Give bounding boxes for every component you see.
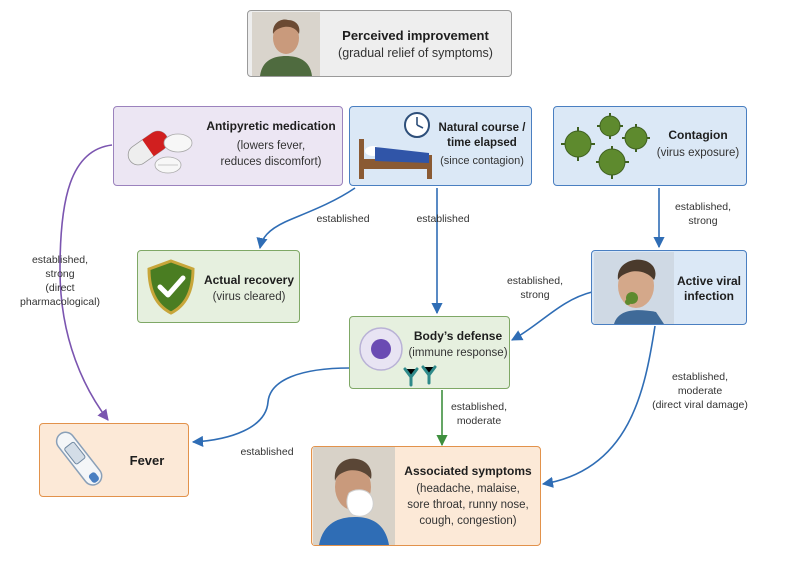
defense-title: Body’s defense [413, 329, 503, 343]
defense-subtitle: (immune response) [408, 347, 508, 359]
infection-title: Active viral infection [676, 274, 742, 303]
node-perceived-improvement: Perceived improvement (gradual relief of… [247, 10, 512, 77]
contagion-subtitle: (virus exposure) [656, 147, 740, 159]
edge-label-natural-defense: established [416, 213, 470, 225]
perceived-title: Perceived improvement [342, 28, 489, 43]
edge-natural-recovery [256, 187, 356, 250]
immune-cell-icon [359, 327, 437, 387]
node-active-viral-infection: Active viral infection [591, 250, 747, 325]
node-natural-course: Natural course / time elapsed (since con… [349, 106, 532, 186]
thermometer-icon [55, 431, 103, 486]
node-actual-recovery: Actual recovery (virus cleared) [137, 250, 300, 323]
shield-check-icon [147, 259, 195, 315]
edge-label-contagion-infection: established, strong [674, 201, 732, 227]
edge-label-infection-defense: established, strong [506, 275, 564, 301]
node-associated-symptoms: Associated symptoms (headache, malaise, … [311, 446, 541, 546]
antipyretic-subtitle: (lowers fever, reduces discomfort) [220, 140, 322, 168]
pills-icon [127, 130, 193, 174]
node-antipyretic-medication: Antipyretic medication (lowers fever, re… [113, 106, 343, 186]
symptoms-title: Associated symptoms [404, 464, 532, 478]
recovery-title: Actual recovery [203, 273, 295, 287]
natural-title: Natural course / time elapsed [438, 122, 526, 149]
contagion-title: Contagion [668, 128, 728, 142]
natural-subtitle: (since contagion) [440, 155, 524, 167]
node-body-defense: Body’s defense (immune response) [349, 316, 510, 389]
sick-man-icon [594, 252, 674, 324]
edge-label-defense-fever: established [240, 446, 294, 458]
edge-label-defense-symptoms: established, moderate [450, 401, 508, 427]
recovery-subtitle: (virus cleared) [212, 291, 286, 303]
sneezing-man-icon [313, 447, 395, 545]
edge-label-antipyretic-fever: established, strong (direct pharmacologi… [20, 254, 100, 308]
edge-antipyretic-fever [59, 144, 113, 421]
person-portrait-icon [252, 12, 320, 76]
node-fever: Fever [39, 423, 189, 497]
virus-icon [561, 113, 650, 179]
edge-infection-defense [511, 291, 593, 341]
fever-title: Fever [129, 453, 165, 468]
perceived-subtitle: (gradual relief of symptoms) [338, 46, 493, 60]
antipyretic-title: Antipyretic medication [206, 119, 336, 133]
edge-infection-symptoms [541, 325, 656, 488]
edge-label-infection-symptoms: established, moderate (direct viral dama… [652, 371, 748, 411]
bed-clock-icon [359, 112, 432, 179]
edge-defense-fever [191, 367, 351, 448]
edge-label-natural-recovery: established [316, 213, 370, 225]
symptoms-subtitle: (headache, malaise, sore throat, runny n… [407, 483, 529, 527]
node-contagion: Contagion (virus exposure) [553, 106, 747, 186]
